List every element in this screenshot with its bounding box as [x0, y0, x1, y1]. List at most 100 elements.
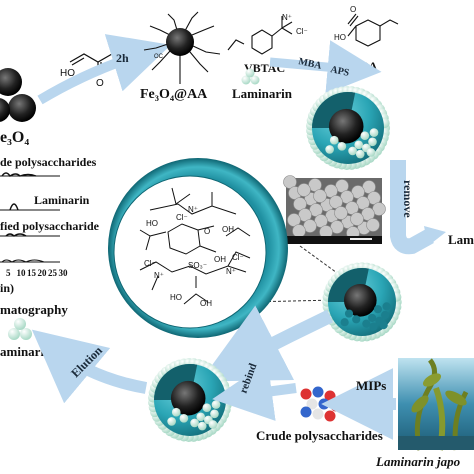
arrow-elution [31, 329, 148, 404]
cav-cl-3: Cl⁻ [232, 253, 244, 262]
crude-poly-bottom-label: Crude polysaccharides [256, 428, 383, 443]
axis-tick-label: 15 [27, 268, 37, 278]
cav-ho-2: HO [170, 293, 182, 302]
seaweed-photo [398, 358, 474, 451]
laminarin-bottom-left-label: aminarin [0, 344, 52, 359]
cav-oh-2: OH [214, 255, 226, 264]
acrylic-ho: HO [60, 68, 75, 79]
surface-bead [362, 319, 371, 328]
surface-bead [208, 420, 218, 429]
surface-bead [369, 128, 379, 137]
axis-tick-label: 30 [59, 268, 69, 278]
surface-bead [381, 310, 390, 320]
surface-bead [368, 313, 377, 322]
axis-tick-label: 5 [6, 268, 11, 278]
surface-bead [179, 414, 189, 423]
sem-particle [366, 218, 380, 232]
mip-with-template [306, 85, 391, 171]
cav-n-3: N⁺ [226, 267, 236, 276]
surface-bead [202, 403, 212, 412]
surface-bead [329, 135, 339, 145]
sem-particle [292, 224, 306, 238]
surface-bead [355, 149, 365, 159]
surface-bead [382, 302, 391, 311]
cavity-chemistry [139, 187, 251, 305]
surface-bead [196, 412, 206, 422]
axis-tick-label: 25 [48, 268, 58, 278]
arrow-rebind [212, 361, 297, 421]
laminarin-beads-left [8, 318, 32, 340]
vbtac-cl: Cl⁻ [296, 27, 308, 36]
laminarin-japonica-label: Laminarin japo [375, 454, 461, 469]
surface-bead [352, 315, 361, 324]
cav-ho-1: HO [146, 219, 158, 228]
surface-bead [325, 145, 334, 154]
cav-oh-1: OH [222, 225, 234, 234]
surface-bead [337, 142, 347, 151]
crude-poly-left-label: de polysaccharides [0, 155, 97, 169]
magnetic-core [328, 108, 364, 144]
fe3o4-aa-label: Fe₃O₄@AA [140, 87, 208, 102]
purified-poly-label: fied polysaccharide [0, 219, 100, 233]
surface-bead [360, 131, 370, 140]
cav-cl-2: Cl⁻ [144, 259, 156, 268]
sem-particle [334, 206, 348, 220]
vbtac-structure [227, 16, 293, 55]
surface-bead [210, 409, 219, 419]
chromatography-label: matography [0, 302, 68, 317]
lam-right-label: Lam [448, 232, 474, 247]
cav-n-1: N⁺ [188, 205, 198, 214]
aa-co-left: OC [154, 54, 164, 60]
surface-bead [197, 421, 207, 431]
surface-bead [171, 407, 181, 417]
surface-bead [369, 322, 378, 331]
cavity-ring [108, 158, 288, 338]
mba-label: MBA [297, 56, 323, 72]
surface-bead [354, 140, 364, 150]
vba-o: O [350, 5, 356, 14]
surface-bead [344, 309, 354, 318]
surface-bead [190, 418, 199, 428]
arrow-remove [390, 160, 434, 255]
cav-cl-1: Cl⁻ [176, 213, 188, 222]
time-unit-label: in) [0, 281, 14, 295]
sem-particle [297, 183, 311, 197]
mip-rebound [148, 357, 233, 443]
vbtac-nplus: N⁺ [282, 13, 292, 22]
surface-bead [348, 146, 357, 156]
surface-bead [368, 137, 377, 147]
fe3o4-aa-particle: OC [143, 11, 221, 84]
arrow-2h [37, 34, 171, 105]
sem-particle [313, 189, 327, 203]
vba-ho: HO [334, 33, 346, 42]
chromatography-panel [0, 172, 60, 263]
remove-label: remove [401, 180, 415, 218]
acrylic-o: O [96, 78, 104, 89]
vba-structure [347, 13, 399, 47]
magnetic-core [170, 380, 206, 416]
laminarin-left-label: Laminarin [34, 193, 90, 207]
surface-bead [379, 321, 388, 330]
magnetic-core [343, 283, 377, 317]
sem-image [283, 175, 386, 244]
mips-label: MIPs [356, 378, 386, 393]
cav-n-2: N⁺ [154, 271, 164, 280]
cav-so3: SO₃⁻ [188, 261, 207, 270]
axis-tick-label: 20 [38, 268, 48, 278]
fe3o4-particles [0, 68, 36, 122]
arrow-ring-to-mip [200, 305, 334, 382]
fe3o4-label: e₃O₄ [0, 129, 29, 146]
laminarin-template-top [241, 68, 260, 85]
cav-o-ring: O [204, 227, 210, 236]
surface-bead [340, 318, 349, 327]
laminarin-top-label: Laminarin [232, 86, 293, 101]
sem-particle [350, 212, 364, 226]
aps-label: APS [329, 64, 350, 79]
step-2h-label: 2h [116, 51, 129, 65]
mip-empty-right [322, 262, 402, 342]
axis-tick-label: 10 [17, 268, 27, 278]
cav-oh-3: OH [200, 299, 212, 308]
crude-polysaccharides-cluster [300, 386, 342, 422]
